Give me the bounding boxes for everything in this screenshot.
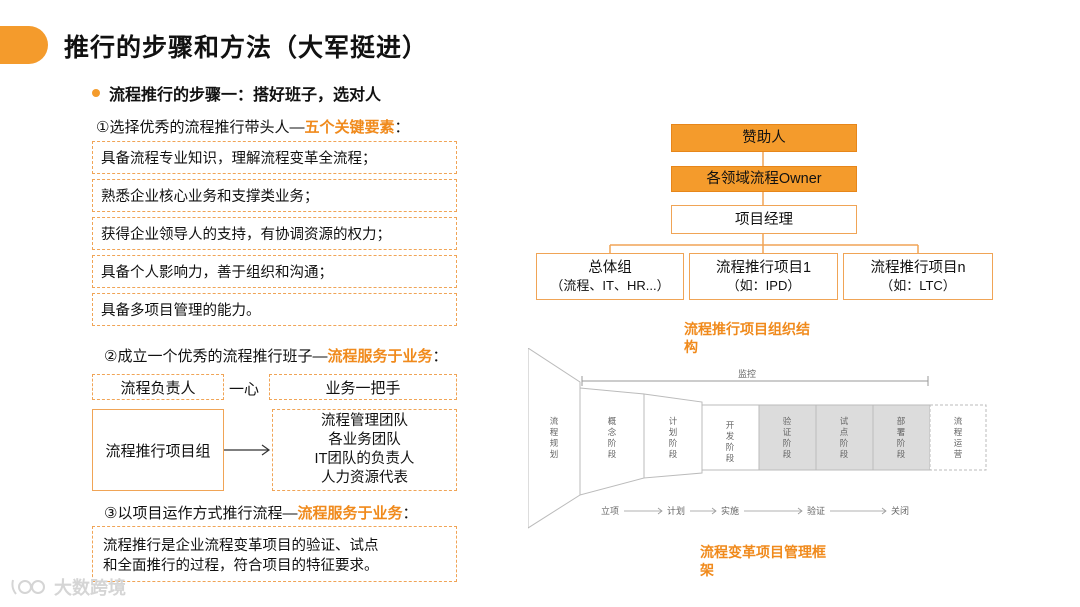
- key-element-item: 具备多项目管理的能力。: [92, 293, 457, 326]
- step3-sub-prefix: ③以项目运作方式推行流程—: [104, 505, 298, 522]
- org-child-name: 流程推行项目1: [715, 259, 812, 276]
- team-member: 各业务团队: [328, 432, 401, 448]
- watermark-text: 大数跨境: [54, 578, 126, 598]
- step1-sub-highlight: 五个关键要素: [304, 119, 395, 136]
- phase-label: 部署阶段: [897, 416, 906, 459]
- org-chart-caption: 流程推行项目组织结 构: [684, 320, 810, 356]
- step1-sub-prefix: ①选择优秀的流程推行带头人—: [96, 119, 305, 136]
- step1-sub-suffix: ：: [394, 119, 410, 136]
- step3-subheading: ③以项目运作方式推行流程—流程服务于业务：: [104, 502, 417, 523]
- phase-label: 计划阶段: [669, 416, 678, 459]
- one-heart-label: 一心: [229, 381, 260, 398]
- paragraph-line: 流程推行是企业流程变革项目的验证、试点: [103, 538, 379, 554]
- caption-line: 构: [684, 339, 698, 355]
- org-child-sub: （如：LTC）: [880, 277, 956, 293]
- gate-arrow-head: [797, 507, 803, 515]
- caption-line: 流程推行项目组织结: [684, 321, 810, 337]
- watermark-logo-icon: [11, 579, 45, 595]
- phase-label-planning: 流程规划: [550, 416, 559, 459]
- org-child-name: 总体组: [588, 259, 632, 276]
- team-member: 流程管理团队: [321, 413, 408, 429]
- gate-label: 关闭: [891, 505, 909, 516]
- paragraph-line: 和全面推行的过程，符合项目的特征要求。: [103, 558, 379, 574]
- gate-label: 立项: [601, 505, 619, 516]
- watermark: 大数跨境: [10, 574, 126, 600]
- bullet-dot: [92, 89, 100, 97]
- gate-label: 验证: [807, 505, 825, 516]
- phase-label: 试点阶段: [840, 416, 849, 459]
- gate-label: 实施: [721, 505, 739, 516]
- project1-box: 流程推行项目1 （如：IPD）: [689, 253, 838, 300]
- org-child-name: 流程推行项目n: [870, 259, 966, 276]
- phase-label: 概念阶段: [608, 416, 617, 459]
- framework-caption: 流程变革项目管理框 架: [700, 543, 826, 579]
- step2-subheading: ②成立一个优秀的流程推行班子—流程服务于业务：: [104, 345, 447, 366]
- title-accent-tab: [0, 26, 48, 64]
- key-element-item: 获得企业领导人的支持，有协调资源的权力；: [92, 217, 457, 250]
- step1-subheading: ①选择优秀的流程推行带头人—五个关键要素：: [96, 116, 409, 137]
- step3-paragraph: 流程推行是企业流程变革项目的验证、试点 和全面推行的过程，符合项目的特征要求。: [92, 526, 457, 582]
- arrow-icon: [224, 444, 271, 456]
- key-element-item: 具备个人影响力，善于组织和沟通；: [92, 255, 457, 288]
- step2-sub-prefix: ②成立一个优秀的流程推行班子—: [104, 348, 328, 365]
- gate-arrow-head: [881, 507, 887, 515]
- team-member: IT团队的负责人: [314, 451, 415, 467]
- step2-sub-suffix: ：: [432, 348, 448, 365]
- project-team-box: 流程推行项目组: [92, 409, 224, 491]
- phase-label: 开发阶段: [726, 420, 735, 463]
- sponsor-box: 赞助人: [671, 124, 857, 152]
- gate-arrow-head: [657, 507, 663, 515]
- monitor-label: 监控: [738, 368, 756, 379]
- step1-heading: 流程推行的步骤一：搭好班子，选对人: [109, 87, 382, 104]
- phase-label-operation: 流程运营: [954, 416, 963, 459]
- step3-sub-suffix: ：: [402, 505, 418, 522]
- org-child-sub: （流程、IT、HR...）: [550, 277, 670, 293]
- general-group-box: 总体组 （流程、IT、HR...）: [536, 253, 684, 300]
- framework-diagram: 监控 流程规划 概念阶段 计划阶段 开发阶段 验证阶段 试点阶段 部署阶段 流程运营 立项 计划…: [528, 348, 987, 529]
- step2-sub-highlight: 流程服务于业务: [327, 348, 433, 365]
- org-chart-connectors: [609, 152, 919, 253]
- caption-line: 流程变革项目管理框: [700, 544, 826, 560]
- gate-label: 计划: [667, 505, 685, 516]
- page-title: 推行的步骤和方法（大军挺进）: [64, 34, 429, 62]
- project-manager-box: 项目经理: [671, 205, 857, 234]
- gate-arrow-head: [711, 507, 717, 515]
- phase-label: 验证阶段: [783, 416, 792, 459]
- team-member: 人力资源代表: [321, 470, 408, 486]
- domain-owner-box: 各领域流程Owner: [671, 166, 857, 192]
- projectn-box: 流程推行项目n （如：LTC）: [843, 253, 993, 300]
- step3-sub-highlight: 流程服务于业务: [297, 505, 403, 522]
- org-child-sub: （如：IPD）: [726, 277, 801, 293]
- key-element-item: 熟悉企业核心业务和支撑类业务；: [92, 179, 457, 212]
- key-element-item: 具备流程专业知识，理解流程变革全流程；: [92, 141, 457, 174]
- process-owner-box: 流程负责人: [92, 374, 224, 400]
- caption-line: 架: [700, 562, 714, 578]
- team-members-box: 流程管理团队 各业务团队 IT团队的负责人 人力资源代表: [272, 409, 457, 491]
- business-leader-box: 业务一把手: [269, 374, 457, 400]
